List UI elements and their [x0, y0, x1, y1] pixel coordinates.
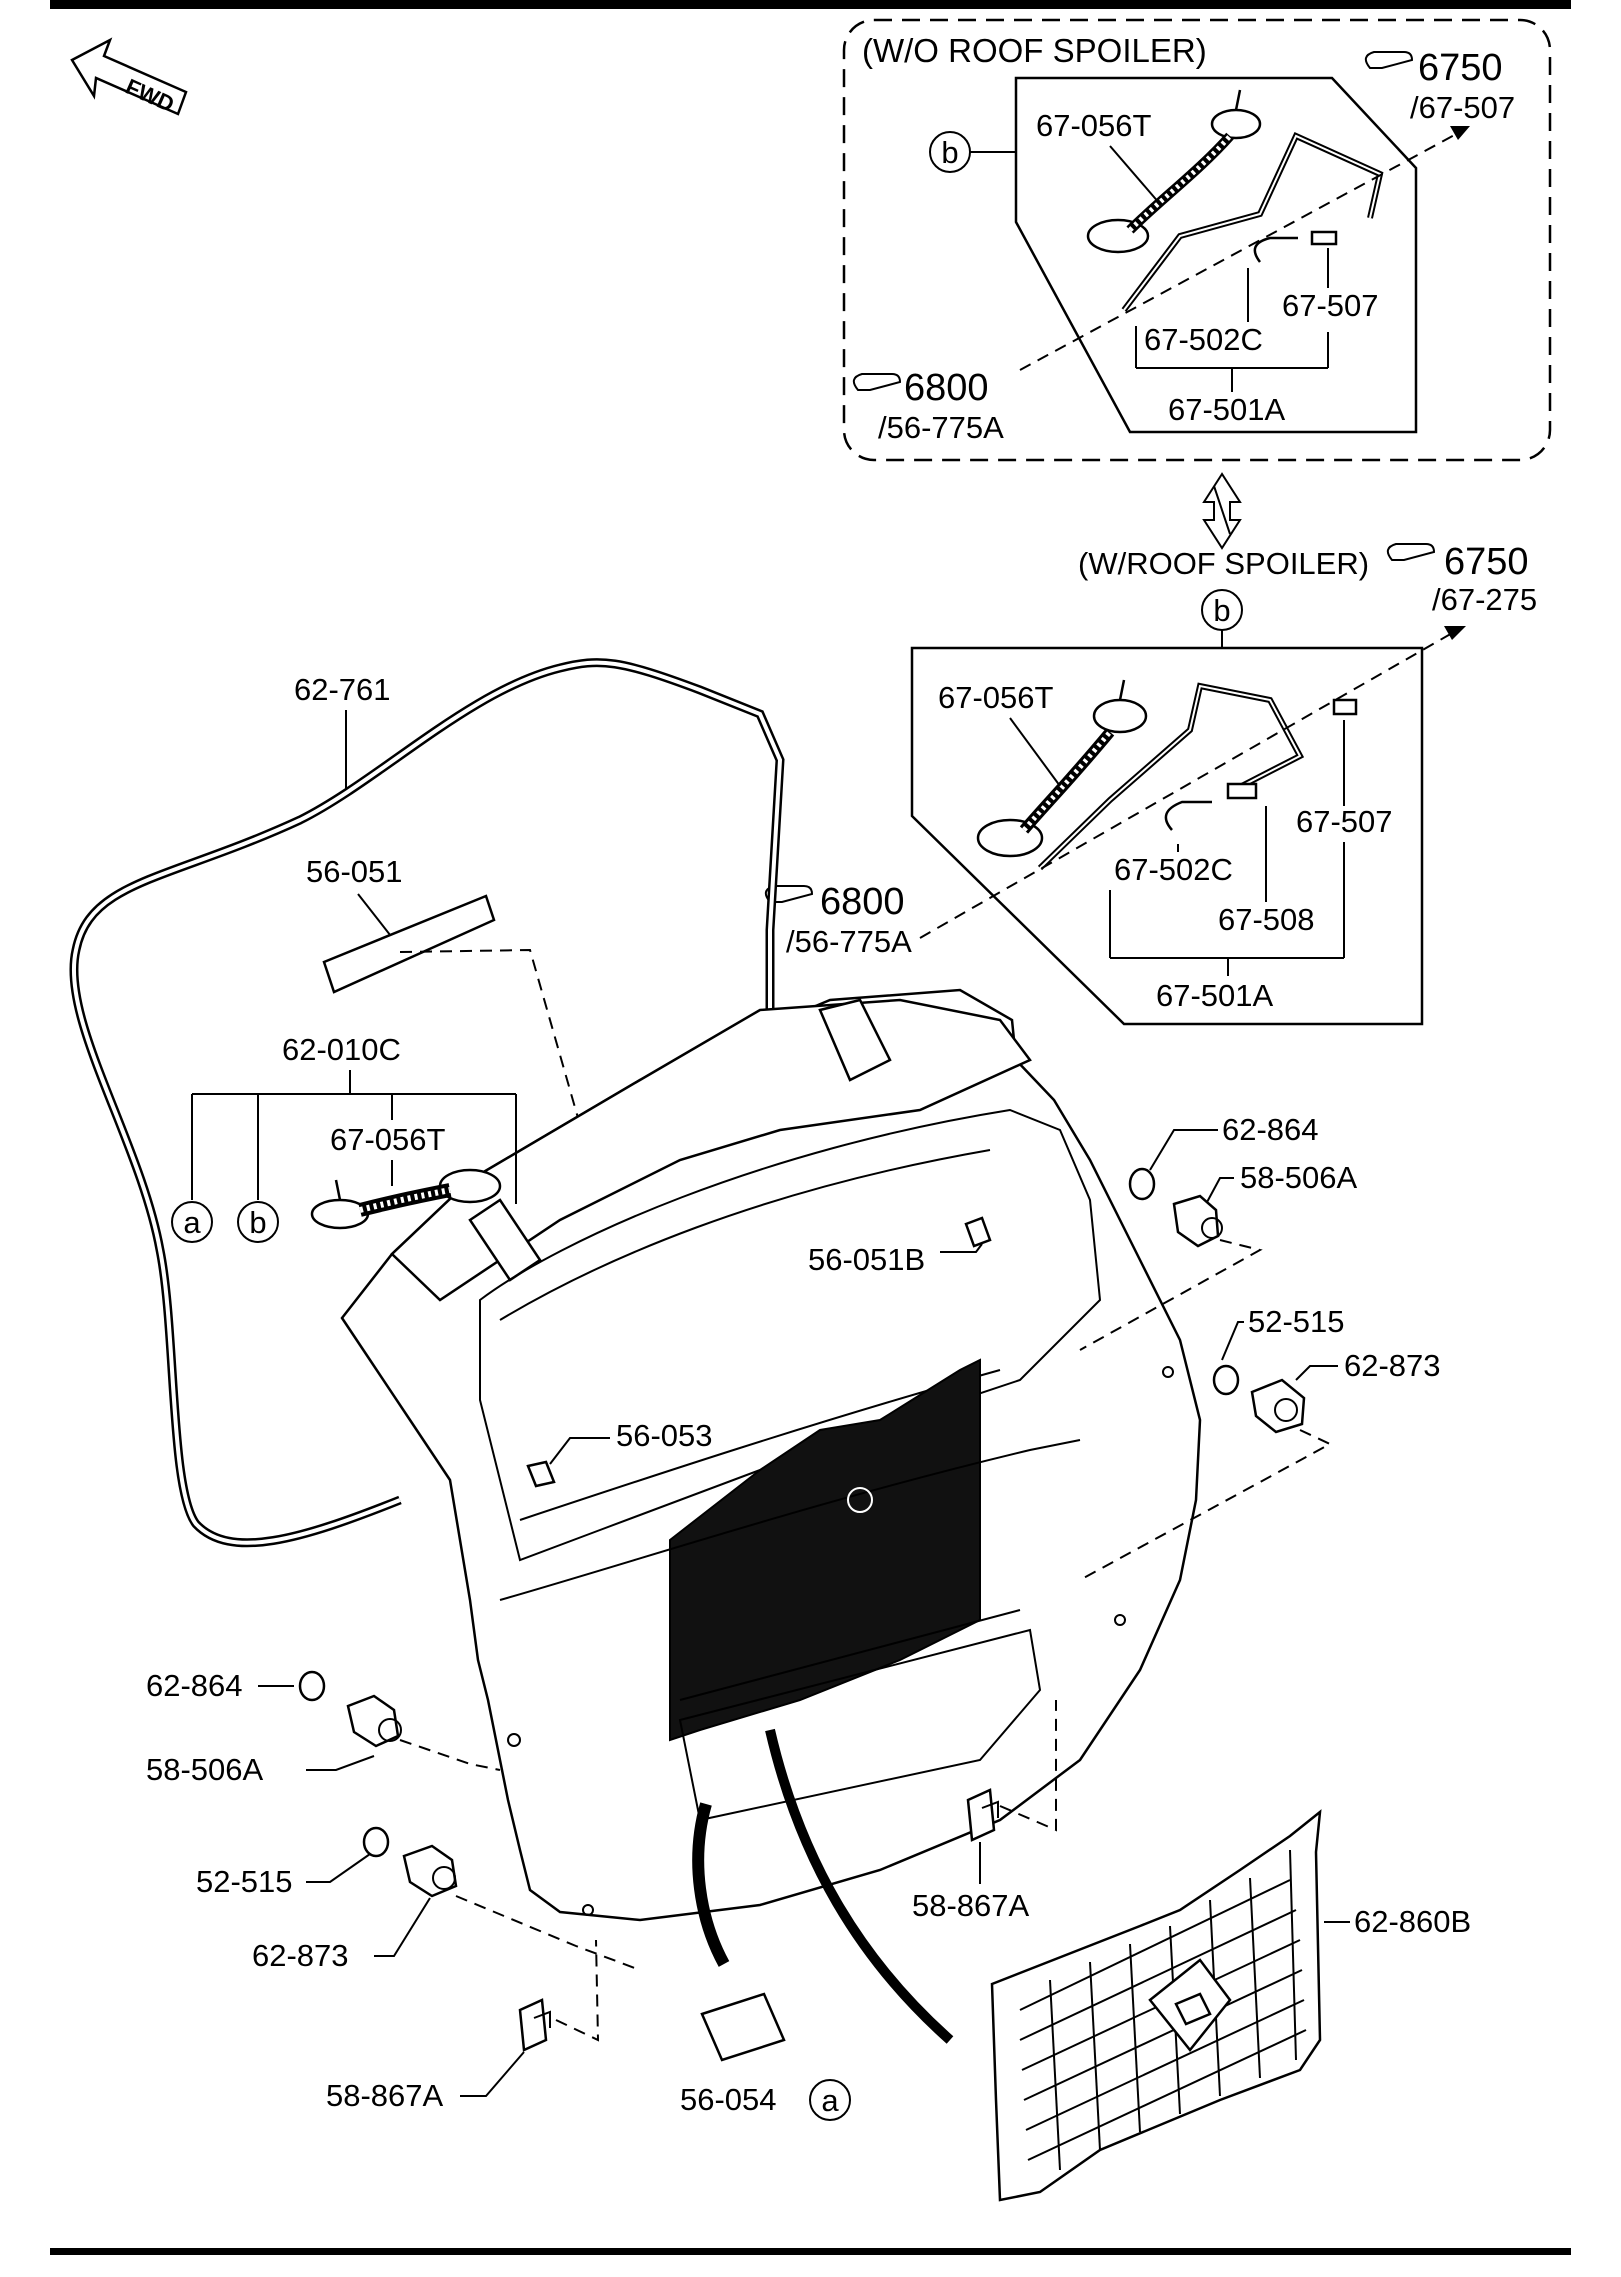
label-58-506A-right: 58-506A	[1240, 1160, 1358, 1195]
bumper-left-icon	[346, 1694, 402, 1748]
inset-top-marker: b	[941, 135, 958, 170]
roof-strip-icon	[322, 894, 496, 994]
inset-top-part-3: 67-502C	[1144, 322, 1263, 357]
top-rule	[50, 0, 1571, 9]
inset-mid-title: (W/ROOF SPOILER)	[1078, 546, 1369, 581]
inset-mid-part-2: 67-507	[1296, 804, 1393, 839]
inset-without-roof-spoiler: (W/O ROOF SPOILER) 6750 /67-507 b 67-056…	[842, 18, 1552, 462]
bottom-rule	[50, 2248, 1571, 2255]
inset-top-part-2: 67-507	[1282, 288, 1379, 323]
inset-top-ref-sub: /67-507	[1410, 90, 1515, 125]
inset-mid-part-1: 67-056T	[938, 680, 1054, 715]
hand-pointer-icon	[764, 885, 814, 903]
harness-grommet-icon	[310, 1168, 502, 1230]
liftgate-panel	[340, 988, 1202, 1922]
inset-top-part-4: 67-501A	[1168, 392, 1286, 427]
inset-top-ref2-sub: /56-775A	[878, 410, 1004, 445]
marker-a-circle	[171, 1201, 213, 1243]
label-52-515-left: 52-515	[196, 1864, 293, 1899]
label-67-056T: 67-056T	[330, 1122, 446, 1157]
marker-a: a	[183, 1205, 201, 1240]
inset-mid-ref-sub: /67-275	[1432, 582, 1537, 617]
label-62-761: 62-761	[294, 672, 391, 707]
inset-top-frame	[842, 18, 1552, 462]
marker-b-circle	[237, 1201, 279, 1243]
label-62-010C: 62-010C	[282, 1032, 401, 1067]
oring-right-2-icon	[1212, 1364, 1240, 1396]
bumper-right-icon	[1172, 1194, 1223, 1248]
inset-top-boundary	[1014, 76, 1418, 434]
label-58-506A-left: 58-506A	[146, 1752, 264, 1787]
washer-hose-grommet-icon	[1086, 89, 1262, 254]
inset-mid-ref2-sub: /56-775A	[786, 924, 912, 959]
label-62-860B: 62-860B	[1354, 1904, 1471, 1939]
label-62-864-right: 62-864	[1222, 1112, 1319, 1147]
weatherstrip	[69, 658, 785, 1548]
inset-mid-part-4: 67-508	[1218, 902, 1315, 937]
double-arrow-icon	[1202, 472, 1242, 550]
fwd-arrow-icon: FWD	[70, 37, 188, 117]
label-62-873-right: 62-873	[1344, 1348, 1441, 1383]
hand-pointer-icon	[852, 373, 902, 391]
inset-mid-part-5: 67-501A	[1156, 978, 1274, 1013]
label-56-051B: 56-051B	[808, 1242, 925, 1277]
trim-panel-62-860b	[990, 1809, 1322, 2202]
label-56-054: 56-054	[680, 2082, 777, 2117]
label-52-515-right: 52-515	[1248, 1304, 1345, 1339]
label-56-051: 56-051	[306, 854, 403, 889]
marker-a2: a	[821, 2083, 839, 2118]
bracket-left-icon	[518, 1998, 551, 2052]
inset-with-roof-spoiler: (W/ROOF SPOILER) 6750 /67-275 b 67-056T …	[764, 541, 1537, 1026]
stopper-left-icon	[402, 1844, 458, 1898]
label-58-867A-left: 58-867A	[326, 2078, 444, 2113]
inset-mid-ref-main: 6750	[1444, 541, 1529, 583]
inset-mid-marker: b	[1213, 593, 1230, 628]
pad-56-054-icon	[700, 1992, 786, 2062]
hand-pointer-icon	[1364, 51, 1414, 69]
label-62-873-left: 62-873	[252, 1938, 349, 1973]
label-58-867A-right: 58-867A	[912, 1888, 1030, 1923]
clip-56-051b-icon	[964, 1216, 992, 1248]
oring-left-icon	[298, 1670, 326, 1702]
washer-tube-icon	[1037, 682, 1358, 871]
marker-b: b	[249, 1205, 266, 1240]
inset-top-part-1: 67-056T	[1036, 108, 1152, 143]
liftgate-window-dark	[669, 1358, 981, 1742]
hand-pointer-icon	[1386, 543, 1436, 561]
inset-mid-ref2-main: 6800	[820, 881, 905, 923]
stopper-right-icon	[1250, 1378, 1306, 1434]
bracket-right-icon	[966, 1788, 999, 1842]
inset-mid-part-3: 67-502C	[1114, 852, 1233, 887]
inset-top-ref-main: 6750	[1418, 47, 1503, 89]
marker-a2-circle	[809, 2079, 851, 2121]
label-56-053: 56-053	[616, 1418, 713, 1453]
washer-tube-icon	[1121, 132, 1384, 312]
oring-right-icon	[1128, 1167, 1156, 1201]
washer-hose-grommet-icon	[976, 679, 1148, 858]
inset-top-ref2-main: 6800	[904, 367, 989, 409]
inset-mid-boundary	[910, 646, 1424, 1026]
clip-56-053-icon	[526, 1460, 556, 1488]
label-62-864-left: 62-864	[146, 1668, 243, 1703]
inset-top-title: (W/O ROOF SPOILER)	[862, 32, 1207, 69]
oring-left-2-icon	[362, 1826, 390, 1858]
